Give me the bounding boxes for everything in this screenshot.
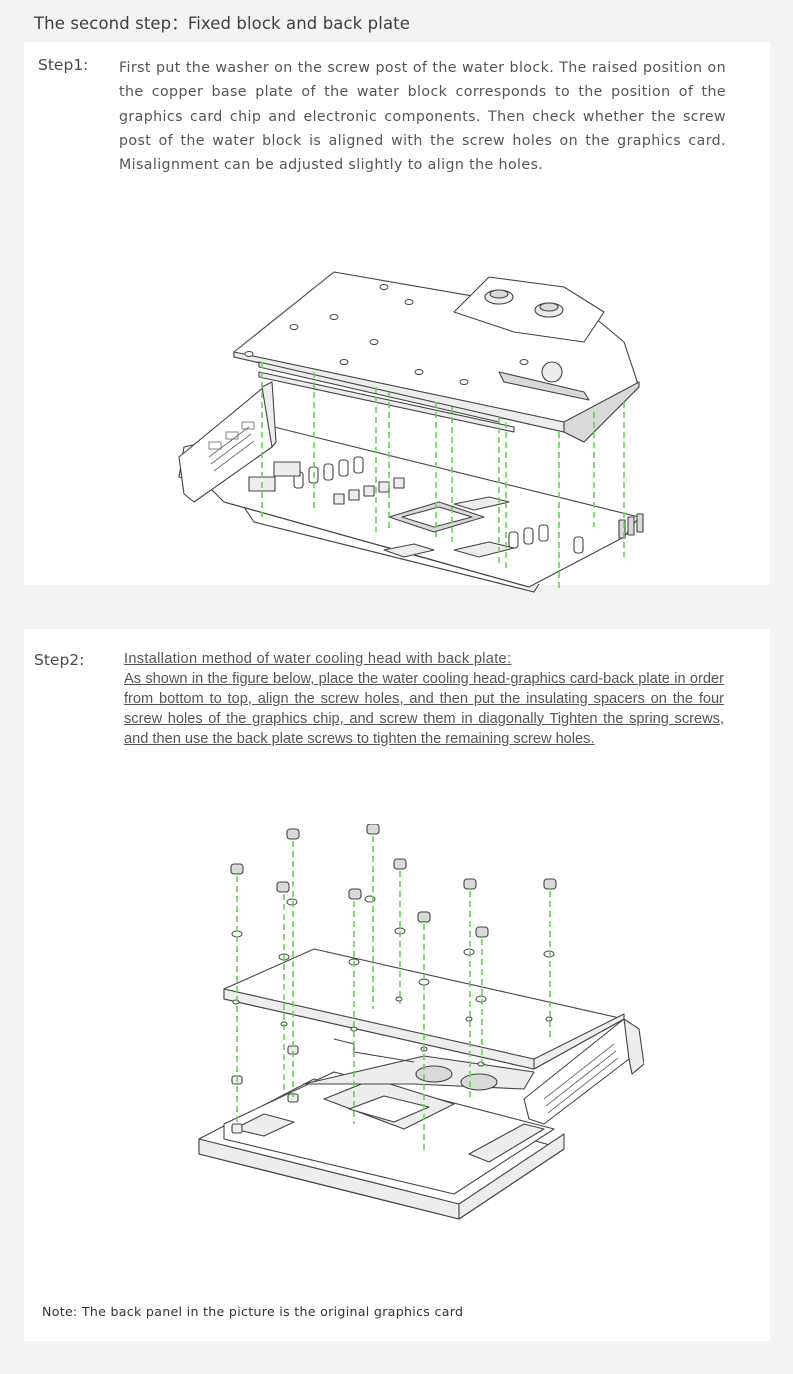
water-block (233, 271, 640, 443)
alignment-guides (261, 362, 625, 592)
step2-text: Installation method of water cooling hea… (124, 650, 724, 750)
alignment-guides (236, 836, 551, 1154)
step1-text: First put the washer on the screw post o… (119, 60, 726, 174)
backplate-assembly-illustration (198, 824, 644, 1220)
footnote: Note: The back panel in the picture is t… (42, 1304, 464, 1319)
step1-panel: Step1: First put the washer on the screw… (24, 42, 770, 593)
graphics-card-pcb (178, 381, 644, 593)
step2-title: Installation method of water cooling hea… (124, 651, 512, 667)
step2-panel: Step2: Installation method of water cool… (24, 629, 770, 1341)
section-heading: The second step：Fixed block and back pla… (34, 14, 410, 33)
step1-label: Step1: (38, 56, 89, 74)
water-block-bottom (198, 1071, 565, 1220)
step2-label: Step2: (34, 651, 85, 669)
water-block-illustration (178, 271, 644, 593)
step2-body: As shown in the figure below, place the … (124, 670, 724, 747)
